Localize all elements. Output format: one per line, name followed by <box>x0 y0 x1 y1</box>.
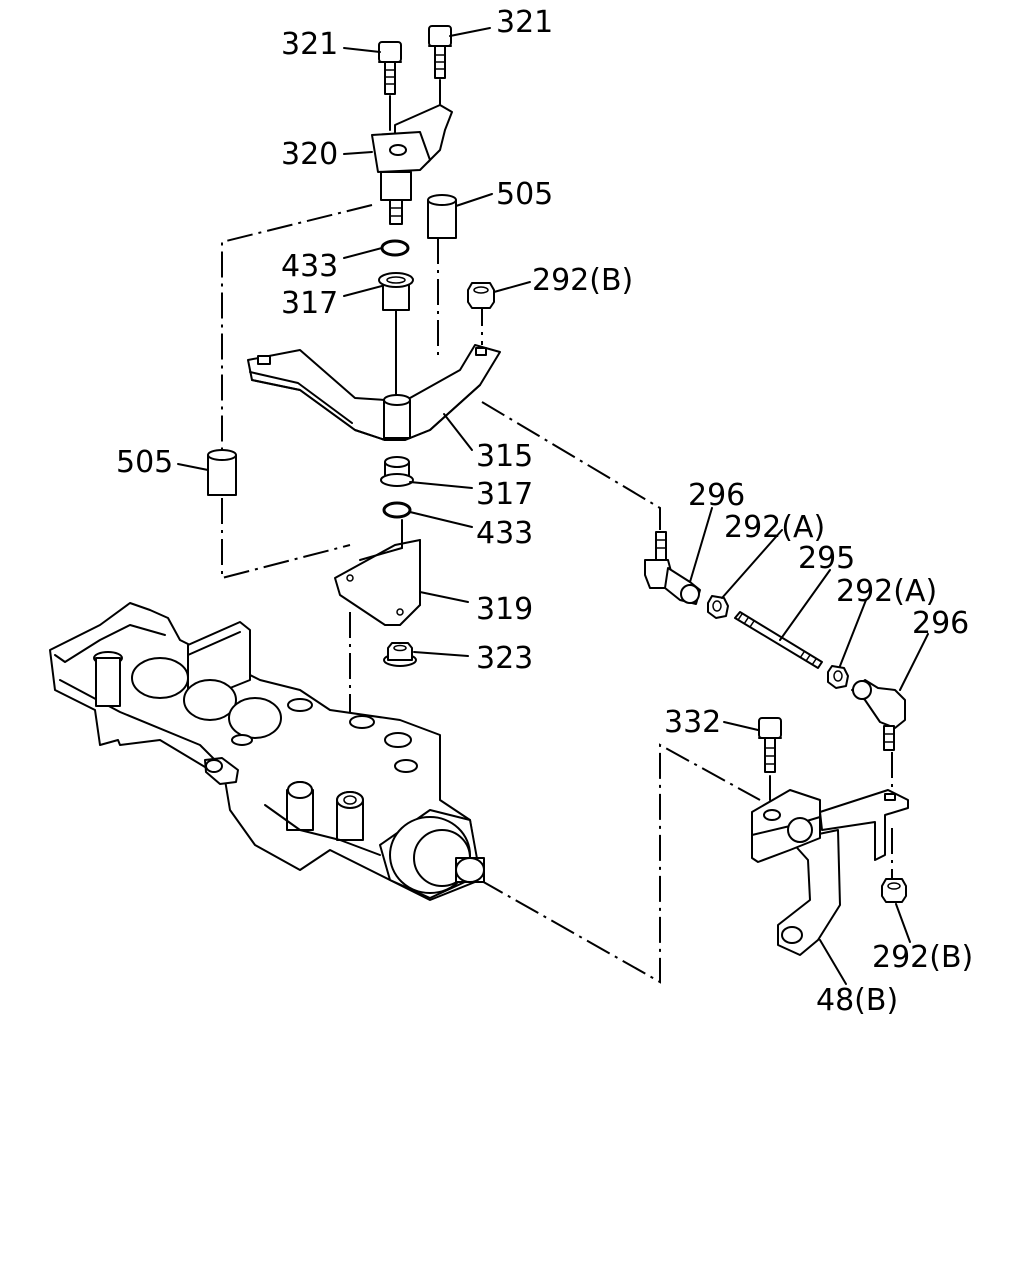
ball-joint-296-right <box>851 679 906 751</box>
bushing-505-upper <box>427 194 457 239</box>
callout-315: 315 <box>476 439 533 474</box>
callout-48b: 48(B) <box>816 983 898 1018</box>
callout-433-lower: 433 <box>476 516 533 551</box>
nut-292a-right <box>827 665 849 689</box>
nut-292a-left <box>707 595 729 619</box>
callout-321-right: 321 <box>496 5 553 40</box>
callout-292b-upper: 292(B) <box>532 263 633 298</box>
o-ring-433-upper <box>380 239 410 257</box>
collar-317-lower <box>380 456 414 487</box>
bushing-505-left <box>207 449 237 496</box>
bolt-321-left <box>378 41 402 95</box>
callout-321-left: 321 <box>281 27 338 62</box>
callout-292a-left: 292(A) <box>724 510 825 545</box>
bolt-321-right <box>428 25 452 79</box>
callout-292b-lower: 292(B) <box>872 940 973 975</box>
plate-319 <box>334 519 421 626</box>
callout-320: 320 <box>281 137 338 172</box>
callout-296-left: 296 <box>688 478 745 513</box>
callout-317-upper: 317 <box>281 286 338 321</box>
callout-319: 319 <box>476 592 533 627</box>
shift-unit-body <box>49 602 485 901</box>
bolt-332 <box>758 717 782 773</box>
callout-292a-right: 292(A) <box>836 574 937 609</box>
callout-323: 323 <box>476 641 533 676</box>
nut-292b-lower <box>881 878 907 903</box>
callout-433-upper: 433 <box>281 249 338 284</box>
nut-292b-upper <box>467 282 495 309</box>
callout-labels: 321 321 320 505 433 292(B) 317 315 505 3… <box>116 5 973 1018</box>
callout-295: 295 <box>798 541 855 576</box>
collar-317-upper <box>378 272 414 311</box>
ball-joint-296-left <box>644 531 701 605</box>
callout-317-lower: 317 <box>476 477 533 512</box>
callout-505-upper: 505 <box>496 177 553 212</box>
alignment-lines <box>221 204 893 984</box>
bracket-48b <box>751 789 909 956</box>
callout-296-right: 296 <box>912 606 969 641</box>
flange-nut-323 <box>383 642 417 667</box>
leader-lines <box>177 27 929 985</box>
rod-295 <box>734 611 823 669</box>
callout-505-left: 505 <box>116 445 173 480</box>
callout-332: 332 <box>664 705 721 740</box>
o-ring-433-lower <box>382 501 412 519</box>
bracket-320 <box>371 104 453 225</box>
lever-plate-315 <box>247 344 501 441</box>
